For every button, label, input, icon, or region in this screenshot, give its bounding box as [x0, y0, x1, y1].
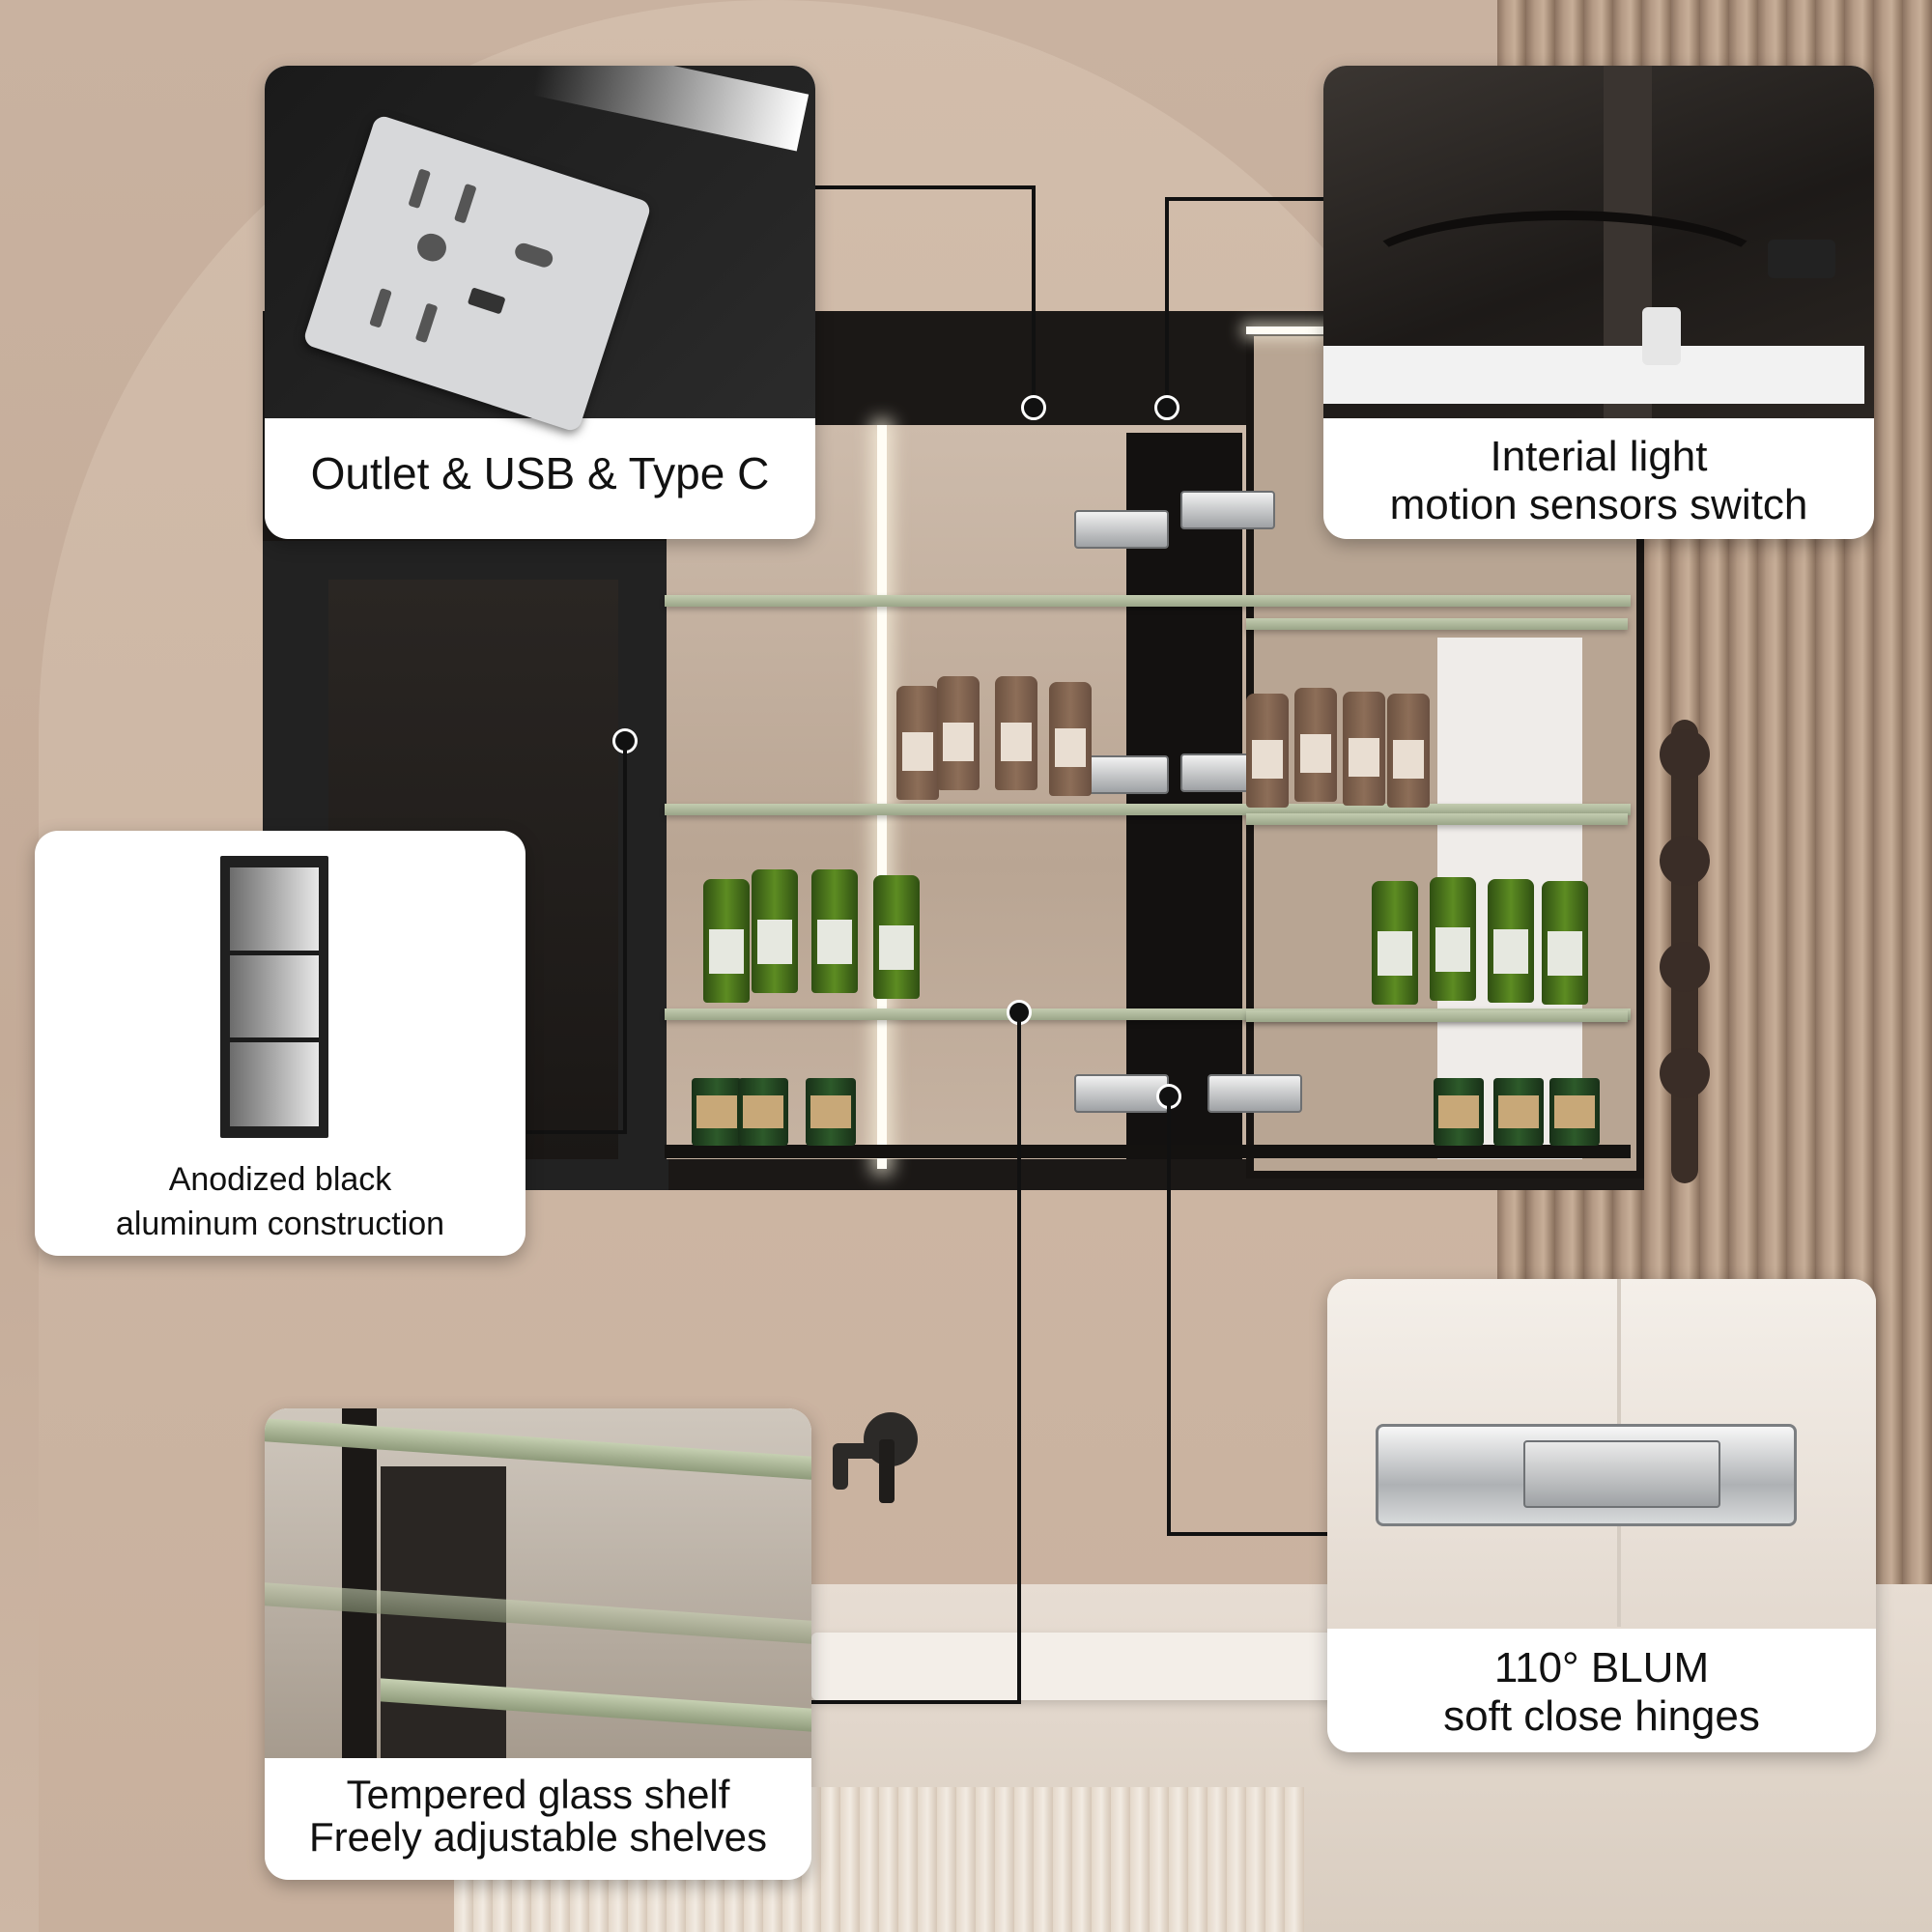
hinge-caption-line2: soft close hinges	[1443, 1692, 1760, 1740]
callout-line	[1017, 1014, 1021, 1704]
green-bottle	[1372, 881, 1418, 1005]
green-bottle	[1542, 881, 1588, 1005]
outlet-callout-card: Outlet & USB & Type C	[265, 66, 815, 539]
callout-line	[1167, 1097, 1171, 1536]
green-bottle	[811, 869, 858, 993]
hinge-callout-card: 110° BLUM soft close hinges	[1327, 1279, 1876, 1752]
construction-callout-card: Anodized black aluminum construction	[35, 831, 526, 1256]
motion-sensor-icon	[1323, 66, 1874, 418]
green-bottle	[1488, 879, 1534, 1003]
glass-caption-line1: Tempered glass shelf	[346, 1772, 730, 1817]
green-bottle	[703, 879, 750, 1003]
amber-bottle	[1246, 694, 1289, 808]
amber-bottle	[937, 676, 980, 790]
hinge-icon	[1074, 510, 1169, 549]
candle-jar	[1493, 1078, 1544, 1146]
sensor-caption-line1: Interial light	[1490, 433, 1708, 480]
outlet-icon	[265, 66, 815, 434]
callout-line	[1167, 1532, 1333, 1536]
candle-jar	[806, 1078, 856, 1146]
construction-caption-line1: Anodized black	[168, 1161, 392, 1198]
green-bottle	[873, 875, 920, 999]
hinge-icon	[1208, 1074, 1302, 1113]
towel-rack-knob	[1660, 836, 1710, 886]
callout-line	[1165, 197, 1169, 408]
door-glass-shelf[interactable]	[1246, 1010, 1628, 1022]
candle-jar	[1549, 1078, 1600, 1146]
candle-jar	[1434, 1078, 1484, 1146]
faucet-icon	[833, 1412, 918, 1503]
amber-bottle	[995, 676, 1037, 790]
glass-shelf-icon	[265, 1408, 811, 1758]
glass-caption-line2: Freely adjustable shelves	[309, 1814, 767, 1860]
green-bottle	[752, 869, 798, 993]
hinge-icon	[1074, 1074, 1169, 1113]
amber-bottle	[1343, 692, 1385, 806]
hinge-caption-line1: 110° BLUM	[1493, 1644, 1710, 1691]
callout-line	[623, 744, 627, 1132]
outlet-caption: Outlet & USB & Type C	[310, 448, 770, 498]
glass-callout-card: Tempered glass shelf Freely adjustable s…	[265, 1408, 811, 1880]
hinge-icon	[1180, 491, 1275, 529]
amber-bottle	[1049, 682, 1092, 796]
callout-line	[1167, 197, 1333, 201]
cabinet-bottom	[665, 1145, 1631, 1158]
callout-line	[811, 1700, 1021, 1704]
door-glass-shelf[interactable]	[1246, 618, 1628, 630]
door-glass-shelf[interactable]	[1246, 813, 1628, 825]
towel-rack-knob	[1660, 942, 1710, 992]
callout-line	[1032, 185, 1036, 408]
glass-shelf[interactable]	[665, 595, 1631, 607]
amber-bottle	[1294, 688, 1337, 802]
hinge-icon	[1327, 1279, 1876, 1629]
candle-jar	[738, 1078, 788, 1146]
callout-marker	[1154, 395, 1179, 420]
construction-caption-line2: aluminum construction	[115, 1206, 445, 1242]
callout-marker	[1021, 395, 1046, 420]
cabinet-divider	[1126, 433, 1242, 1159]
amber-bottle	[1387, 694, 1430, 808]
amber-bottle	[896, 686, 939, 800]
callout-line	[813, 185, 1034, 189]
cabinet-icon	[35, 831, 526, 1150]
sensor-callout-card: Interial light motion sensors switch	[1323, 66, 1874, 539]
towel-rack-knob	[1660, 729, 1710, 780]
green-bottle	[1430, 877, 1476, 1001]
towel-rack-knob	[1660, 1048, 1710, 1098]
candle-jar	[692, 1078, 742, 1146]
callout-line	[526, 1130, 627, 1134]
sensor-caption-line2: motion sensors switch	[1389, 481, 1808, 528]
led-light-strip	[877, 425, 887, 1169]
